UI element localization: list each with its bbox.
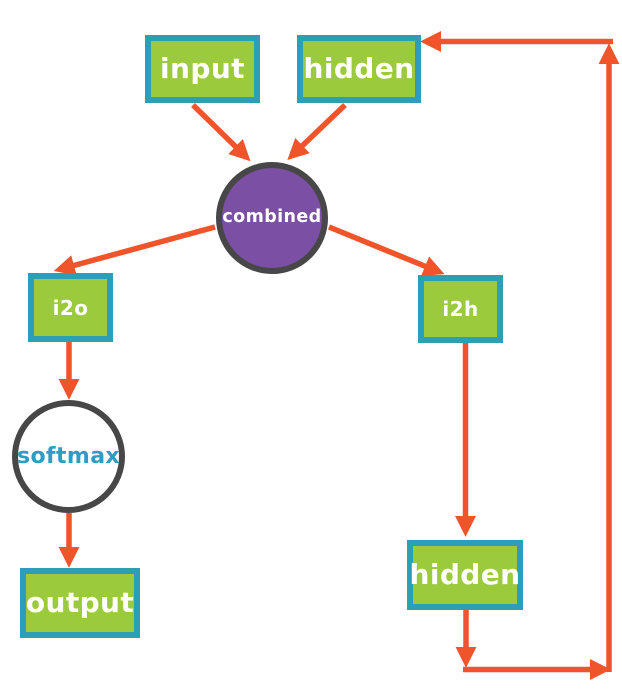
node-combined-label: combined <box>222 207 322 228</box>
node-combined: combined <box>216 162 328 274</box>
node-hidden-top: hidden <box>297 35 421 103</box>
arrow-combined-to-i2h <box>327 224 445 276</box>
arrow-input-to-combined <box>191 103 251 162</box>
node-softmax: softmax <box>12 400 125 513</box>
arrow-hidden-to-combined <box>287 103 347 161</box>
arrow-combined-to-i2o <box>53 224 216 276</box>
node-output-label: output <box>25 586 135 619</box>
node-hidden-bottom: hidden <box>407 540 523 610</box>
node-input: input <box>145 35 260 103</box>
node-i2o: i2o <box>28 273 113 342</box>
node-hidden-bottom-label: hidden <box>409 558 521 591</box>
node-softmax-label: softmax <box>16 443 121 469</box>
node-i2o-label: i2o <box>52 295 89 320</box>
node-i2h: i2h <box>418 275 503 343</box>
node-output: output <box>20 568 140 638</box>
node-i2h-label: i2h <box>442 297 479 321</box>
node-hidden-top-label: hidden <box>303 52 415 85</box>
node-input-label: input <box>160 52 245 85</box>
